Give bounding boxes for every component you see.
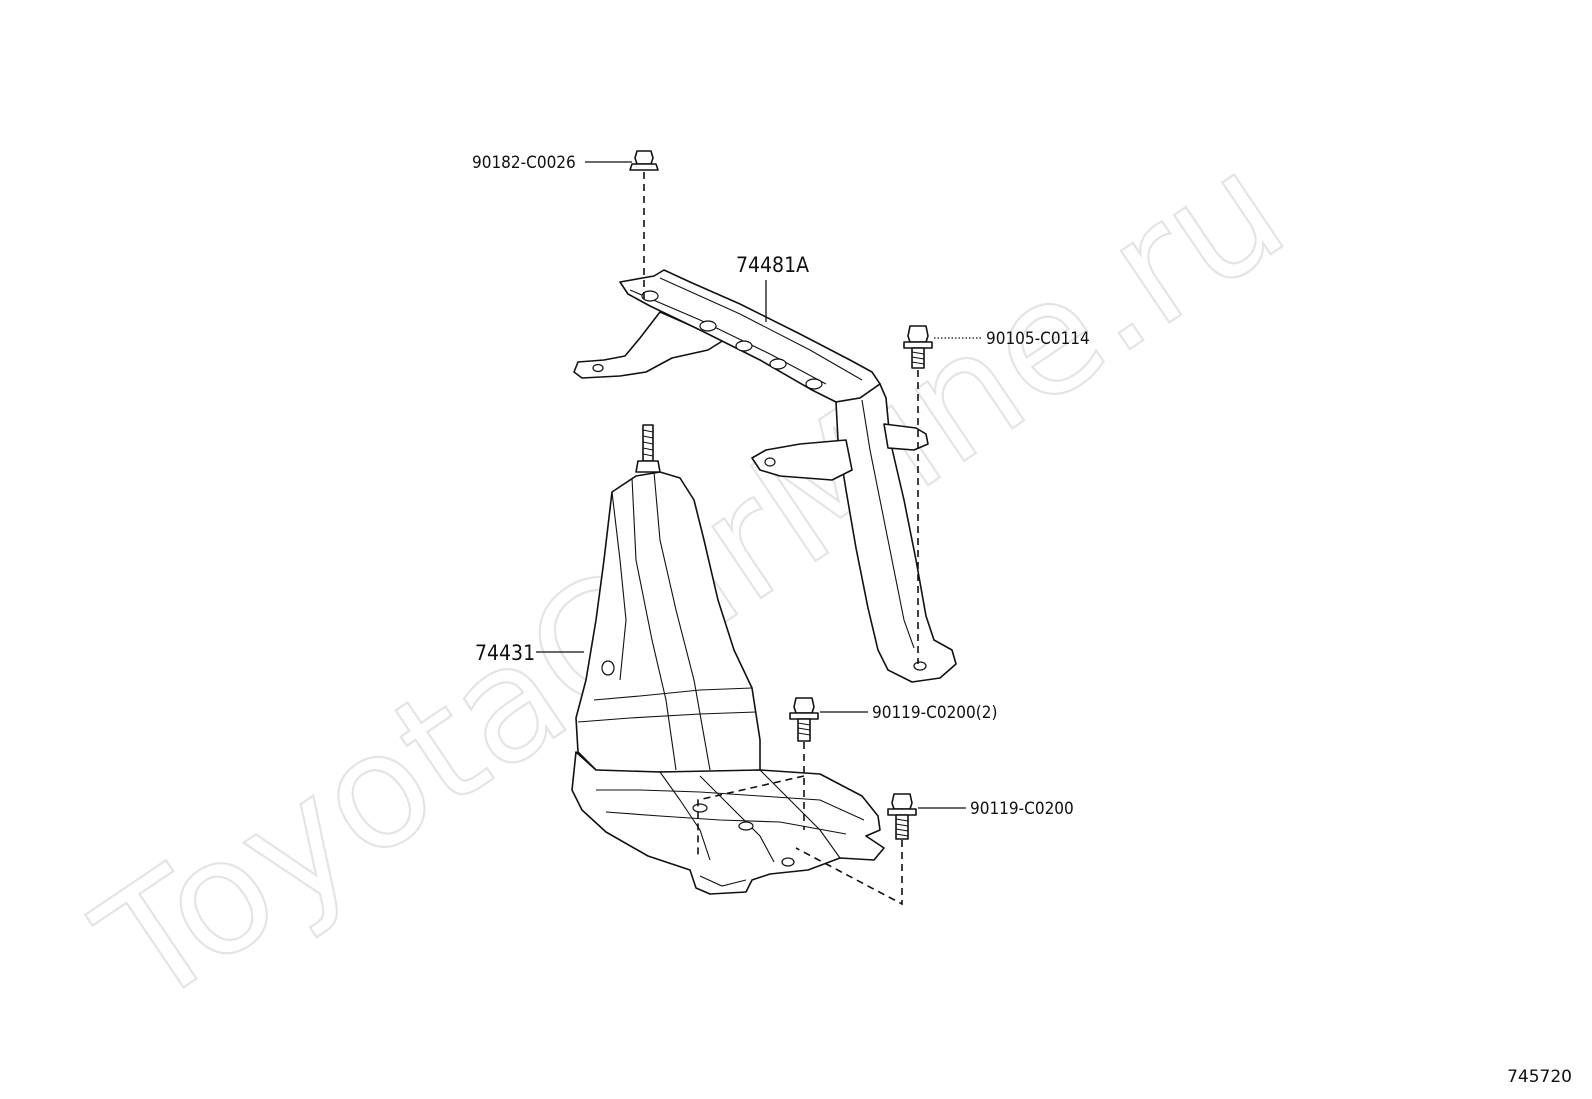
callout-90119-C0200: 90119-C0200 (970, 799, 1074, 819)
battery-tray (571, 424, 885, 895)
callout-90105-C0114: 90105-C0114 (986, 329, 1090, 349)
leader-lines (536, 161, 982, 809)
flange-bolt-icon (789, 697, 819, 742)
callout-90119-C0200-2: 90119-C0200(2) (872, 703, 997, 723)
flange-nut-icon (629, 150, 659, 171)
flange-bolt-icon (903, 325, 933, 369)
callout-74481A: 74481A (736, 253, 809, 277)
assembly-lines (643, 172, 919, 906)
callout-74431: 74431 (475, 641, 535, 665)
flange-bolt-icon (887, 793, 917, 840)
stud (635, 424, 661, 473)
diagram-number: 745720 (1507, 1067, 1572, 1087)
battery-clamp-bracket (573, 269, 957, 683)
callout-90182-C0026: 90182-C0026 (472, 153, 576, 173)
